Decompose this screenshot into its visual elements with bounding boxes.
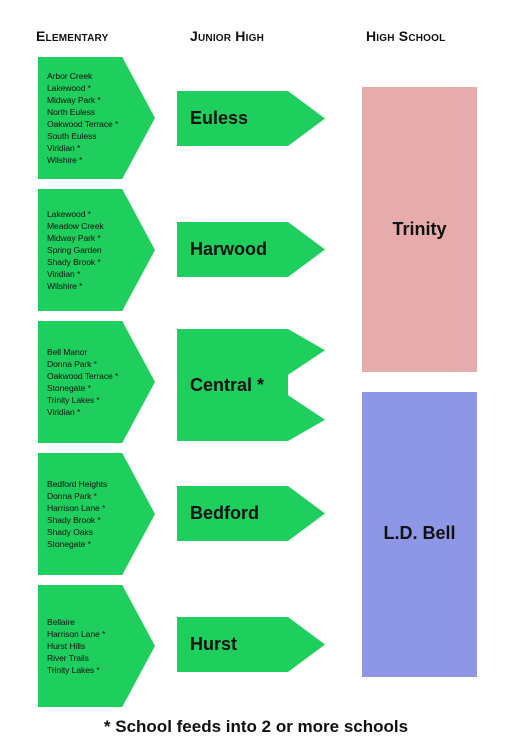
junior-high-label: Harwood: [190, 239, 268, 259]
elementary-school: Lakewood *: [47, 82, 91, 93]
elementary-school: Hurst Hills: [47, 640, 86, 651]
elementary-school: Meadow Creek: [47, 220, 104, 231]
elementary-list: Bedford Heights Donna Park * Harrison La…: [47, 453, 107, 575]
junior-high-hurst: Hurst: [177, 617, 325, 672]
elementary-school: Oakwood Terrace *: [47, 119, 119, 129]
elementary-school: River Trails: [47, 653, 89, 664]
elementary-group-harwood: Lakewood * Meadow Creek Midway Park * Sp…: [38, 189, 155, 311]
high-school-trinity: Trinity: [362, 87, 477, 372]
junior-high-bedford: Bedford: [177, 486, 325, 541]
elementary-school: Stonegate *: [47, 383, 91, 393]
elementary-group-central: Bell Manor Donna Park * Oakwood Terrace …: [38, 321, 155, 443]
elementary-list: Lakewood * Meadow Creek Midway Park * Sp…: [47, 189, 104, 311]
elementary-header: Elementary: [36, 28, 109, 44]
elementary-school: Viridian *: [47, 407, 81, 418]
elementary-school: Bellaire: [47, 616, 75, 627]
elementary-school: Bedford Heights: [47, 478, 108, 489]
elementary-school: Trinity Lakes *: [47, 395, 100, 406]
high-school-label: L.D. Bell: [383, 523, 456, 543]
elementary-school: Shady Brook *: [47, 515, 101, 525]
junior-high-label: Hurst: [190, 634, 238, 654]
elementary-school: Viridian *: [47, 269, 81, 280]
elementary-school: Shady Brook *: [47, 257, 101, 268]
elementary-list: Bell Manor Donna Park * Oakwood Terrace …: [47, 321, 118, 443]
elementary-school: Spring Garden: [47, 244, 102, 255]
elementary-school: Viridian *: [47, 143, 81, 154]
elementary-school: North Euless: [47, 106, 95, 117]
elementary-school: Donna Park *: [47, 490, 97, 501]
high-school-header: High School: [366, 28, 446, 44]
elementary-list: Arbor Creek Lakewood * Midway Park * Nor…: [47, 57, 118, 179]
elementary-school: Donna Park *: [47, 358, 97, 369]
junior-high-label: Bedford: [190, 503, 259, 523]
high-school-label: Trinity: [392, 219, 447, 239]
elementary-school: Lakewood *: [47, 208, 91, 219]
elementary-school: Trinity Lakes *: [47, 665, 100, 676]
high-school-ld-bell: L.D. Bell: [362, 392, 477, 677]
elementary-school: Oakwood Terrace *: [47, 370, 119, 381]
elementary-school: Harrison Lane *: [47, 502, 106, 513]
elementary-group-bedford: Bedford Heights Donna Park * Harrison La…: [38, 453, 155, 575]
junior-high-label: Euless: [190, 108, 249, 128]
elementary-school: Bell Manor: [47, 346, 88, 357]
elementary-school: Midway Park *: [47, 232, 101, 243]
elementary-school: Arbor Creek: [47, 70, 93, 81]
elementary-school: Harrison Lane *: [47, 628, 106, 639]
junior-high-euless: Euless: [177, 91, 325, 146]
junior-high-central: Central *: [177, 329, 325, 441]
junior-high-header: Junior High: [190, 28, 264, 44]
elementary-school: Stonegate *: [47, 539, 91, 550]
elementary-school: Shady Oaks: [47, 527, 93, 538]
junior-high-harwood: Harwood: [177, 222, 325, 277]
footnote: * School feeds into 2 or more schools: [103, 717, 409, 736]
elementary-school: South Euless: [47, 131, 97, 142]
junior-high-label: Central *: [190, 374, 265, 395]
elementary-group-euless: Arbor Creek Lakewood * Midway Park * Nor…: [38, 57, 155, 179]
elementary-school: Midway Park *: [47, 94, 101, 105]
elementary-group-hurst: Bellaire Harrison Lane * Hurst Hills Riv…: [38, 585, 155, 707]
elementary-list: Bellaire Harrison Lane * Hurst Hills Riv…: [47, 585, 105, 707]
elementary-school: Wilshire *: [47, 281, 83, 292]
elementary-school: Wilshire *: [47, 155, 83, 166]
